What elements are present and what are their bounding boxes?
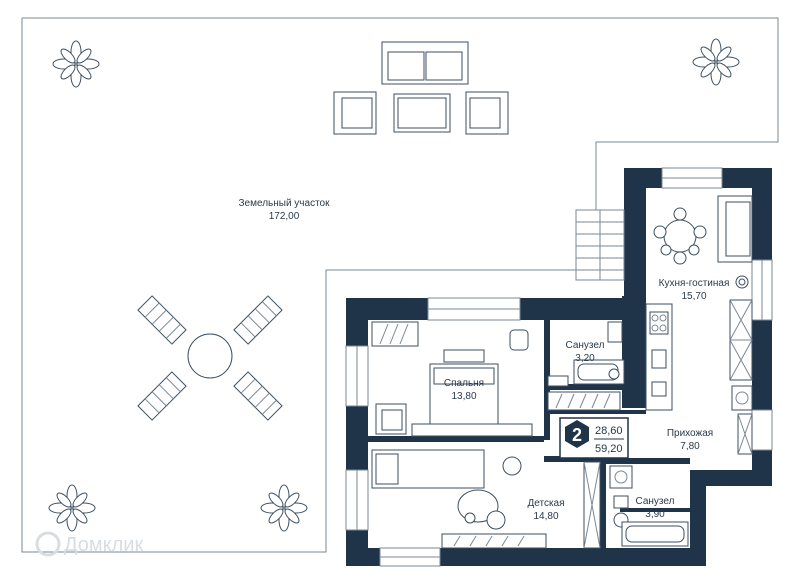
windows [345, 167, 773, 567]
staircase [575, 209, 625, 281]
plant-icon [48, 484, 96, 532]
outdoor-armchair-right [465, 91, 509, 135]
kitchen-cabinets [729, 299, 753, 411]
plot-outline [21, 17, 779, 553]
room-label-bedroom: Спальня 13,80 [444, 378, 484, 402]
outdoor-round-table [187, 333, 233, 379]
svg-text:Санузел: Санузел [636, 496, 675, 507]
wardrobe-bedroom [371, 321, 419, 347]
deck-chair [233, 295, 283, 345]
area-badge: 2 28,60 59,20 [559, 417, 629, 459]
svg-text:Кухня-гостиная: Кухня-гостиная [659, 278, 730, 289]
svg-text:7,80: 7,80 [680, 441, 700, 452]
room-label-bathroom-1: Санузел 3,20 [566, 340, 605, 364]
watermark: Домклик [35, 531, 143, 557]
plant-icon [260, 484, 308, 532]
kitchen-sofa [717, 195, 753, 263]
room-label-kids: Детская 14,80 [527, 498, 564, 522]
wardrobe-hall [547, 391, 621, 411]
kitchen-counter [645, 303, 673, 411]
svg-text:15,70: 15,70 [681, 291, 706, 302]
bathroom-2-fixtures [609, 465, 689, 547]
floor-lamp [735, 275, 749, 289]
deck-chair [137, 371, 187, 421]
dining-table [653, 207, 707, 265]
room-label-kitchen: Кухня-гостиная 15,70 [659, 278, 730, 302]
svg-text:3,90: 3,90 [645, 509, 665, 520]
bedroom-desk [375, 403, 533, 437]
desk-chair [509, 329, 529, 351]
hall-cabinet [737, 413, 753, 455]
svg-text:Спальня: Спальня [444, 378, 484, 389]
svg-text:3,20: 3,20 [575, 353, 595, 364]
deck-chair [137, 295, 187, 345]
kids-shelf [583, 461, 601, 549]
bathroom-1-fixtures [547, 321, 625, 387]
single-bed [371, 449, 485, 489]
kids-wardrobe [441, 533, 547, 549]
svg-text:172,00: 172,00 [269, 211, 300, 222]
plant-icon [52, 40, 100, 88]
svg-text:Санузел: Санузел [566, 340, 605, 351]
play-rug [457, 489, 506, 530]
room-label-land: Земельный участок 172,00 [238, 198, 330, 222]
svg-text:14,80: 14,80 [533, 511, 558, 522]
outdoor-coffee-table [393, 93, 451, 133]
room-count: 2 [572, 425, 582, 445]
outdoor-armchair-left [333, 91, 377, 135]
svg-text:13,80: 13,80 [451, 391, 476, 402]
kids-chair [502, 456, 522, 476]
total-area: 59,20 [595, 443, 623, 455]
room-label-bathroom-2: Санузел 3,90 [636, 496, 675, 520]
plant-icon [692, 38, 740, 86]
living-area: 28,60 [595, 425, 623, 437]
svg-text:Детская: Детская [527, 498, 564, 509]
room-label-hall: Прихожая 7,80 [667, 428, 713, 452]
room-count-hexagon [565, 420, 589, 448]
deck-chair [233, 371, 283, 421]
watermark-text: Домклик [64, 534, 143, 556]
outdoor-sofa [381, 41, 469, 85]
svg-text:Земельный участок: Земельный участок [238, 198, 330, 209]
svg-text:Прихожая: Прихожая [667, 428, 713, 439]
